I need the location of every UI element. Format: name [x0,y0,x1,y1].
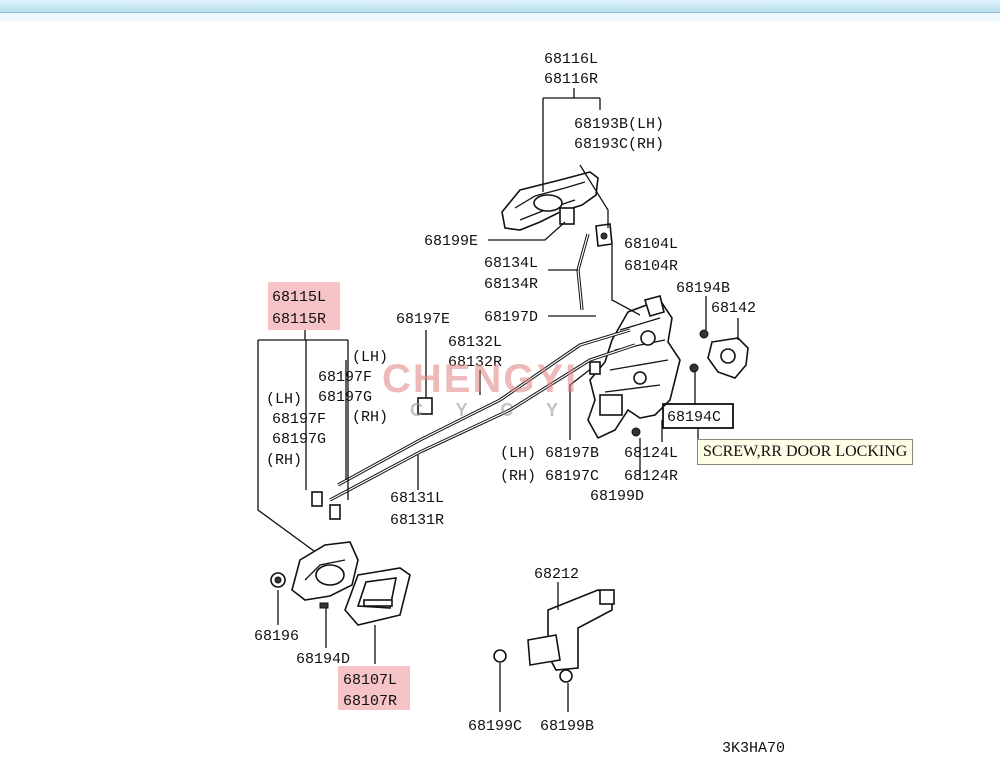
label-68104R[interactable]: 68104R [624,258,678,275]
label-68116R[interactable]: 68116R [544,71,598,88]
label-68197E[interactable]: 68197E [396,311,450,328]
leader-68104 [611,245,641,316]
label-68134L[interactable]: 68134L [484,255,538,272]
label-68104L[interactable]: 68104L [624,236,678,253]
label-68107L[interactable]: 68107L [343,672,397,689]
inside-handle-drawing [270,541,359,609]
escutcheon-drawing [344,567,411,626]
label-left-rh: (RH) [266,452,302,469]
label-68194B[interactable]: 68194B [676,280,730,297]
label-68124L[interactable]: 68124L [624,445,678,462]
label-68134R[interactable]: 68134R [484,276,538,293]
label-68194D[interactable]: 68194D [296,651,350,668]
leader-68197B [569,367,593,440]
leader-68193 [579,164,609,228]
leader-68115 [257,330,349,571]
label-68194C[interactable]: 68194C [667,409,721,426]
clip-68197E [417,397,433,415]
diagram-ref-code: 3K3HA70 [722,740,785,757]
label-68199D[interactable]: 68199D [590,488,644,505]
label-68196[interactable]: 68196 [254,628,299,645]
watermark-brand: CHENGYI [382,357,578,401]
rod-68134 [576,233,590,311]
leader-68116 [542,88,601,192]
label-68131L[interactable]: 68131L [390,490,444,507]
label-68115R[interactable]: 68115R [272,311,326,328]
label-68197F-right[interactable]: 68197F [318,369,372,386]
window-top-strip [0,13,1000,21]
label-68199E[interactable]: 68199E [424,233,478,250]
part-tooltip: SCREW,RR DOOR LOCKING [697,439,914,465]
label-68197D[interactable]: 68197D [484,309,538,326]
label-68132R[interactable]: 68132R [448,354,502,371]
door-check-drawing [493,589,615,683]
label-68193C[interactable]: 68193C(RH) [574,136,664,153]
label-right-rh: (RH) [352,409,388,426]
highlight-68115 [268,282,340,330]
label-68116L[interactable]: 68116L [544,51,598,68]
outer-handle-drawing [501,171,613,247]
label-68131R[interactable]: 68131R [390,512,444,529]
label-68197B[interactable]: (LH) 68197B [500,445,599,462]
label-68199C[interactable]: 68199C [468,718,522,735]
highlight-68107 [338,666,410,710]
label-68199B[interactable]: 68199B [540,718,594,735]
label-68107R[interactable]: 68107R [343,693,397,710]
door-latch-drawing [587,295,749,440]
leader-68199E [488,221,566,241]
label-left-lh: (LH) [266,391,302,408]
label-68197C[interactable]: (RH) 68197C [500,468,599,485]
label-68142[interactable]: 68142 [711,300,756,317]
label-68132L[interactable]: 68132L [448,334,502,351]
label-68193B[interactable]: 68193B(LH) [574,116,664,133]
label-68197F-left[interactable]: 68197F [272,411,326,428]
label-68212[interactable]: 68212 [534,566,579,583]
window-top-bar [0,0,1000,13]
watermark-sub: C Y C Y [410,400,572,420]
label-68197G-left[interactable]: 68197G [272,431,326,448]
label-68197G-right[interactable]: 68197G [318,389,372,406]
label-68124R[interactable]: 68124R [624,468,678,485]
leader-68124 [639,420,663,480]
label-right-lh: (LH) [352,349,388,366]
label-68115L[interactable]: 68115L [272,289,326,306]
